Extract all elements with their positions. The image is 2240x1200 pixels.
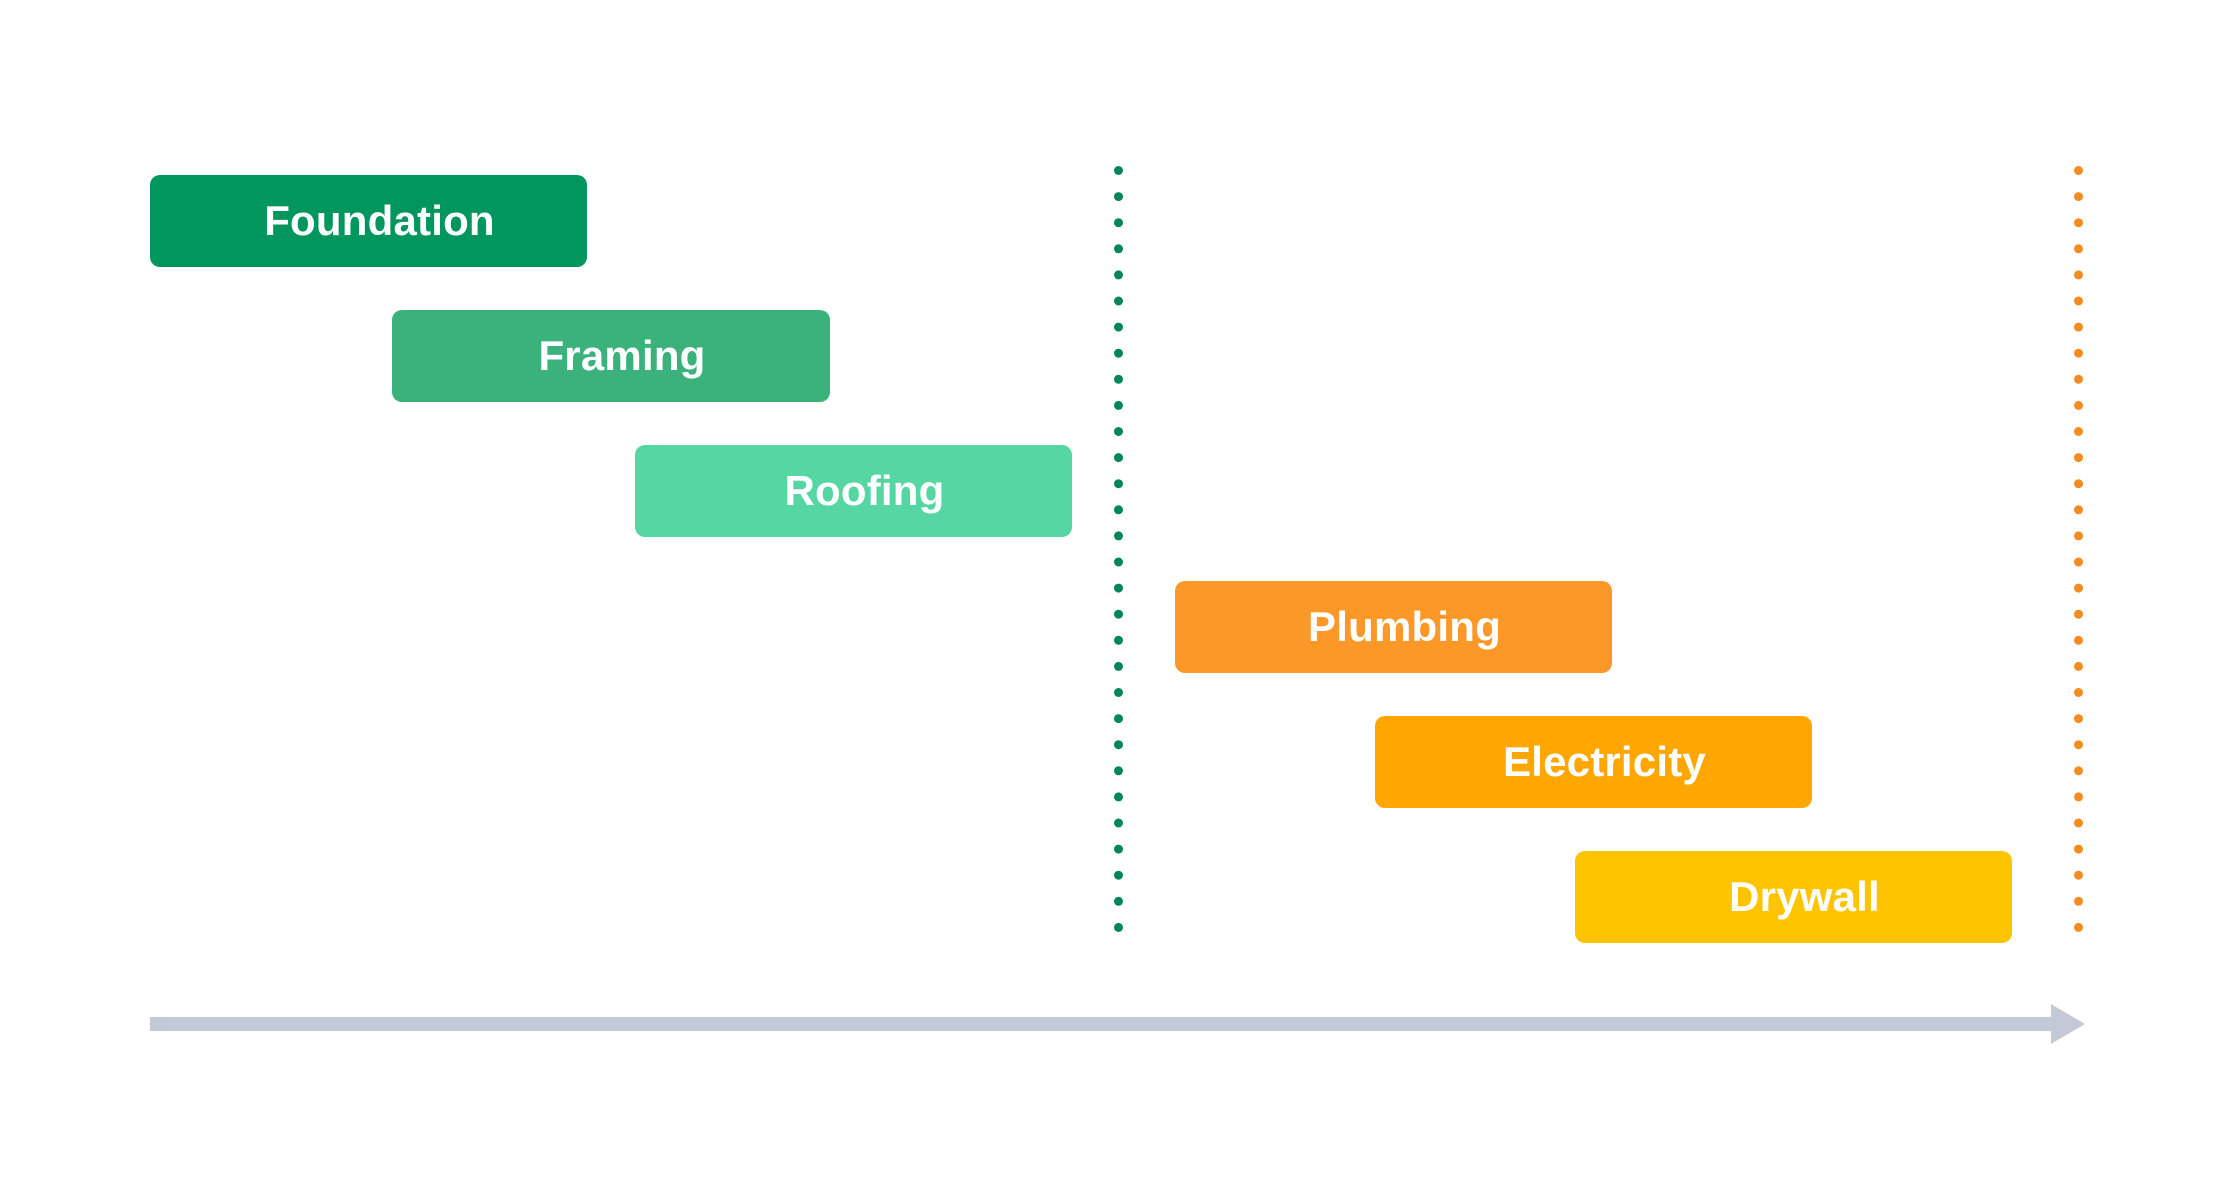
gantt-bar-roofing[interactable]: Roofing [635,445,1072,537]
gantt-bar-label-foundation: Foundation [264,197,495,244]
gantt-bar-plumbing[interactable]: Plumbing [1175,581,1612,673]
gantt-bar-label-roofing: Roofing [784,467,945,514]
milestone-dots-orange [2073,166,2083,932]
time-axis-arrow [150,1004,2085,1044]
milestone-dots-green [1113,166,1123,932]
gantt-bar-drywall[interactable]: Drywall [1575,851,2012,943]
gantt-bar-label-framing: Framing [538,332,706,379]
gantt-bar-framing[interactable]: Framing [392,310,830,402]
gantt-bar-label-drywall: Drywall [1729,873,1880,920]
milestone-line-phase-2-end [2073,166,2083,952]
arrow-right-icon [150,1004,2085,1044]
gantt-bar-electricity[interactable]: Electricity [1375,716,1812,808]
gantt-bar-label-plumbing: Plumbing [1308,603,1501,650]
gantt-bar-foundation[interactable]: Foundation [150,175,587,267]
gantt-bar-label-electricity: Electricity [1503,738,1706,785]
milestone-line-phase-1-end [1113,166,1123,952]
